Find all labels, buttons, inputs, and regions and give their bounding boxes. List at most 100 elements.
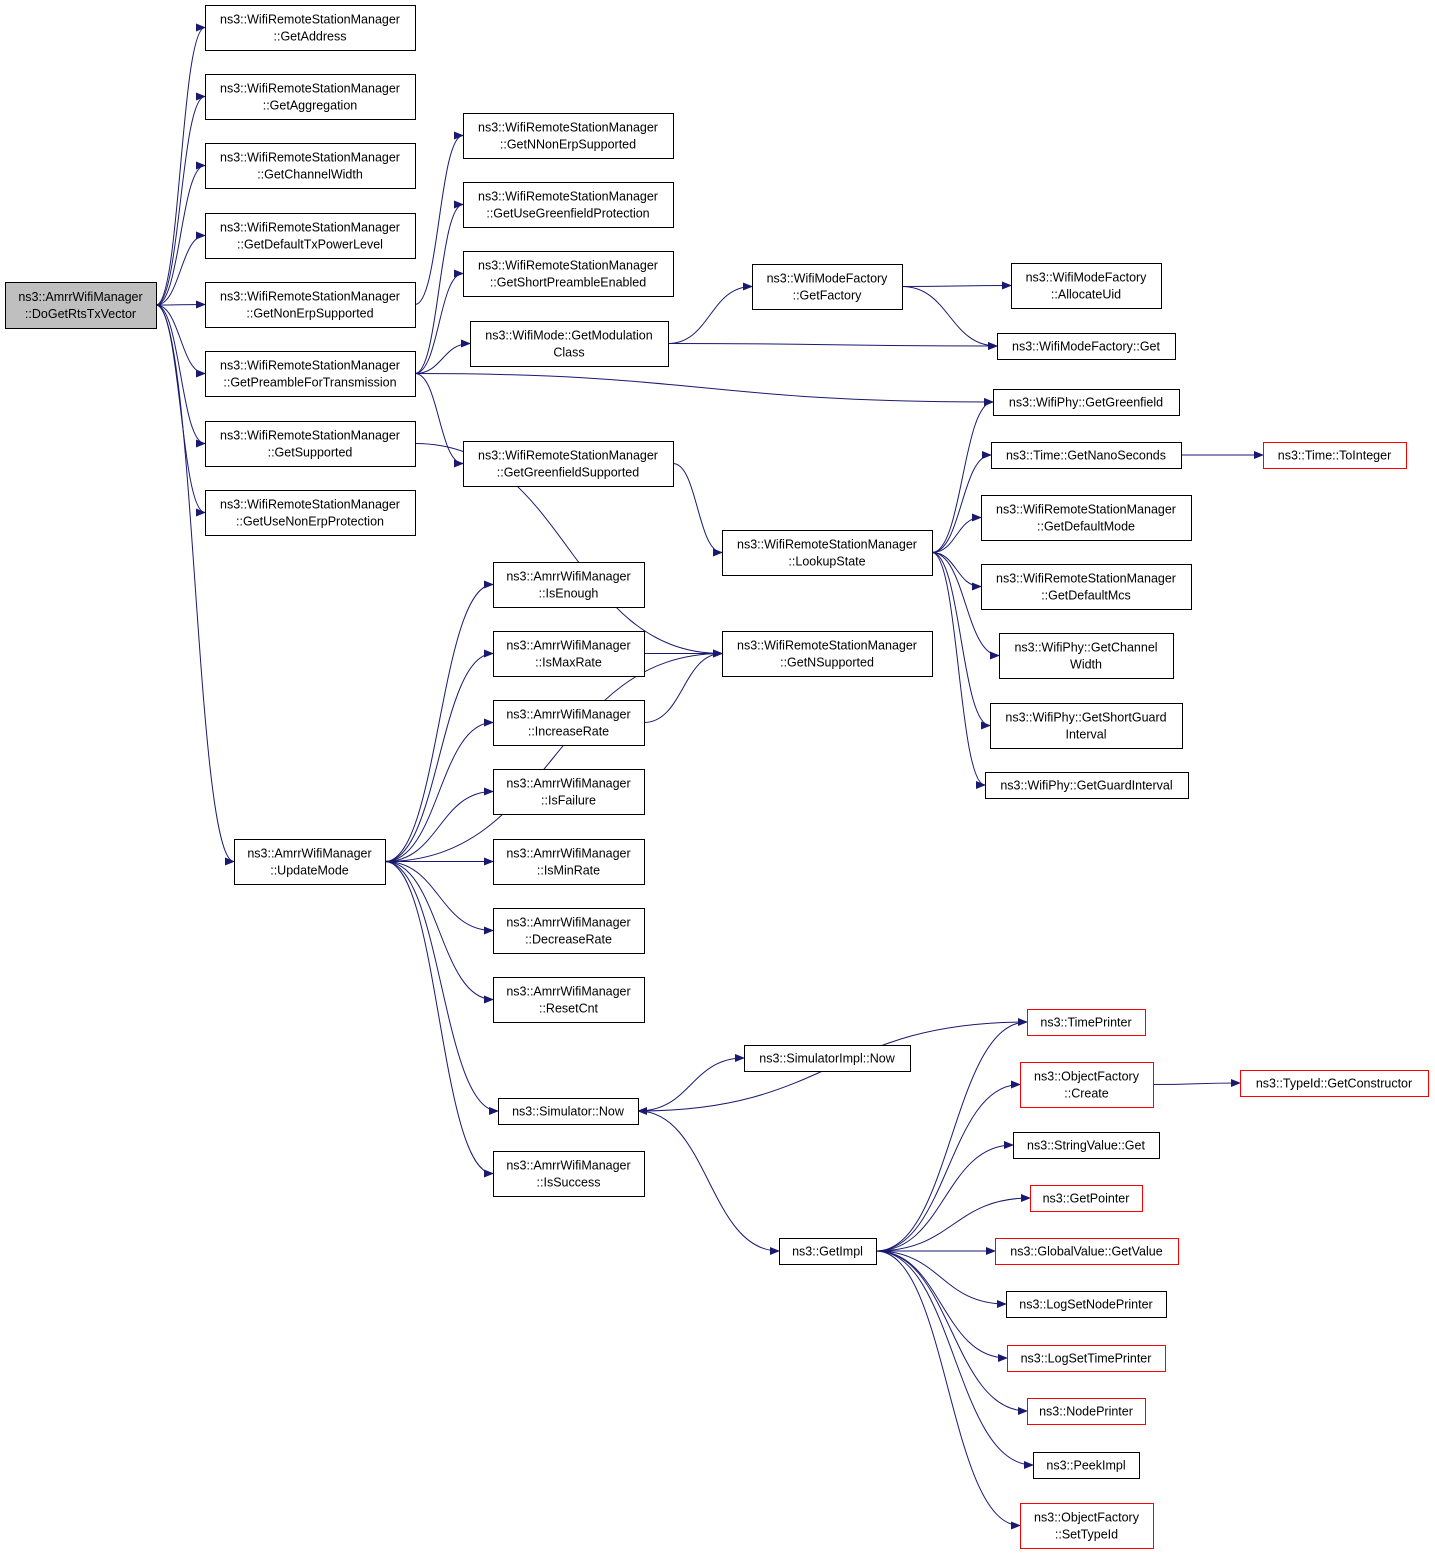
node-label: ns3::GlobalValue::GetValue <box>1010 1245 1162 1259</box>
node-get-ch-width[interactable]: ns3::WifiRemoteStationManager::GetChanne… <box>205 143 416 189</box>
node-label: ns3::ObjectFactory <box>1034 1511 1140 1525</box>
node-log-node[interactable]: ns3::LogSetNodePrinter <box>1006 1291 1167 1318</box>
node-label: ::UpdateMode <box>270 864 349 878</box>
node-get-ctor[interactable]: ns3::TypeId::GetConstructor <box>1240 1070 1429 1097</box>
node-reset-cnt[interactable]: ns3::AmrrWifiManager::ResetCnt <box>493 977 645 1023</box>
node-label: ns3::GetImpl <box>792 1245 863 1259</box>
node-label: ::LookupState <box>788 555 865 569</box>
node-is-failure[interactable]: ns3::AmrrWifiManager::IsFailure <box>493 769 645 815</box>
node-get-short-pre[interactable]: ns3::WifiRemoteStationManager::GetShortP… <box>463 251 674 297</box>
node-get-use-gf[interactable]: ns3::WifiRemoteStationManager::GetUseGre… <box>463 182 674 228</box>
node-label: ns3::AmrrWifiManager <box>506 916 630 930</box>
node-phy-gf[interactable]: ns3::WifiPhy::GetGreenfield <box>993 389 1180 416</box>
edge-get-preamble-to-get-short-pre <box>414 269 464 374</box>
node-dec-rate[interactable]: ns3::AmrrWifiManager::DecreaseRate <box>493 908 645 954</box>
node-box <box>205 282 416 328</box>
node-inc-rate[interactable]: ns3::AmrrWifiManager::IncreaseRate <box>493 700 645 746</box>
node-label: ns3::WifiRemoteStationManager <box>220 498 400 512</box>
node-is-success[interactable]: ns3::AmrrWifiManager::IsSuccess <box>493 1151 645 1197</box>
node-alloc-uid[interactable]: ns3::WifiModeFactory::AllocateUid <box>1011 263 1162 309</box>
node-get-gf-supp[interactable]: ns3::WifiRemoteStationManager::GetGreenf… <box>463 441 674 487</box>
node-peek-impl[interactable]: ns3::PeekImpl <box>1033 1452 1140 1479</box>
node-of-create[interactable]: ns3::ObjectFactory::Create <box>1020 1062 1154 1108</box>
edge-get-impl-to-node-printer <box>875 1250 1028 1415</box>
node-label: ::IsSuccess <box>537 1176 601 1190</box>
node-get-address[interactable]: ns3::WifiRemoteStationManager::GetAddres… <box>205 5 416 51</box>
node-label: ns3::AmrrWifiManager <box>506 570 630 584</box>
node-root[interactable]: ns3::AmrrWifiManager::DoGetRtsTxVector <box>5 282 157 329</box>
edge-get-impl-to-get-ptr <box>875 1194 1031 1252</box>
node-label: ::GetDefaultMcs <box>1041 589 1131 603</box>
node-box <box>470 321 669 367</box>
node-phy-gi[interactable]: ns3::WifiPhy::GetGuardInterval <box>985 772 1189 799</box>
edge-update-mode-to-dec-rate <box>384 861 494 935</box>
node-box <box>205 143 416 189</box>
node-label: ::AllocateUid <box>1051 288 1121 302</box>
edge-update-mode-to-reset-cnt <box>384 861 494 1004</box>
node-node-printer[interactable]: ns3::NodePrinter <box>1027 1398 1146 1425</box>
node-label: ns3::WifiRemoteStationManager <box>478 259 658 273</box>
node-label: ns3::WifiRemoteStationManager <box>220 13 400 27</box>
node-box <box>498 1098 639 1125</box>
edge-lookup-to-get-def-mode <box>931 513 982 553</box>
node-lookup[interactable]: ns3::WifiRemoteStationManager::LookupSta… <box>722 530 933 576</box>
node-get-preamble[interactable]: ns3::WifiRemoteStationManager::GetPreamb… <box>205 351 416 397</box>
node-label: ns3::WifiRemoteStationManager <box>220 151 400 165</box>
node-is-max-rate[interactable]: ns3::AmrrWifiManager::IsMaxRate <box>493 631 645 677</box>
node-label: ns3::WifiModeFactory <box>1026 271 1148 285</box>
node-get-def-mode[interactable]: ns3::WifiRemoteStationManager::GetDefaul… <box>981 495 1192 541</box>
node-get-non-erp[interactable]: ns3::WifiRemoteStationManager::GetNonErp… <box>205 282 416 328</box>
node-box <box>493 977 645 1023</box>
node-label: ::ResetCnt <box>539 1002 599 1016</box>
node-label: ns3::WifiRemoteStationManager <box>478 449 658 463</box>
node-log-time[interactable]: ns3::LogSetTimePrinter <box>1007 1345 1166 1372</box>
node-get-def-tx-pow[interactable]: ns3::WifiRemoteStationManager::GetDefaul… <box>205 213 416 259</box>
node-impl-now[interactable]: ns3::SimulatorImpl::Now <box>744 1045 911 1072</box>
node-box <box>234 839 386 885</box>
node-box <box>493 562 645 608</box>
node-label: ns3::SimulatorImpl::Now <box>759 1052 895 1066</box>
node-box <box>205 213 416 259</box>
node-update-mode[interactable]: ns3::AmrrWifiManager::UpdateMode <box>234 839 386 885</box>
edge-root-to-get-non-erp <box>155 300 206 309</box>
node-get-nsupp[interactable]: ns3::WifiRemoteStationManager::GetNSuppo… <box>722 631 933 677</box>
node-get-supported[interactable]: ns3::WifiRemoteStationManager::GetSuppor… <box>205 421 416 467</box>
node-str-get[interactable]: ns3::StringValue::Get <box>1013 1132 1160 1159</box>
node-label: ::GetSupported <box>268 446 353 460</box>
node-get-aggr[interactable]: ns3::WifiRemoteStationManager::GetAggreg… <box>205 74 416 120</box>
node-get-use-non-erp[interactable]: ns3::WifiRemoteStationManager::GetUseNon… <box>205 490 416 536</box>
node-get-def-mcs[interactable]: ns3::WifiRemoteStationManager::GetDefaul… <box>981 564 1192 610</box>
edge-get-impl-to-log-time <box>875 1250 1008 1362</box>
edge-root-to-get-address <box>155 23 206 306</box>
node-get-impl[interactable]: ns3::GetImpl <box>779 1238 877 1265</box>
node-label: ns3::AmrrWifiManager <box>506 777 630 791</box>
node-get-nnon-erp[interactable]: ns3::WifiRemoteStationManager::GetNNonEr… <box>463 113 674 159</box>
edge-update-mode-to-is-enough <box>384 580 494 862</box>
node-label: ::GetAddress <box>274 30 347 44</box>
node-sim-now[interactable]: ns3::Simulator::Now <box>498 1098 639 1125</box>
node-box <box>991 442 1182 469</box>
node-of-set-type[interactable]: ns3::ObjectFactory::SetTypeId <box>1020 1503 1154 1549</box>
node-is-min-rate[interactable]: ns3::AmrrWifiManager::IsMinRate <box>493 839 645 885</box>
node-label: ::GetDefaultMode <box>1037 520 1135 534</box>
node-get-factory[interactable]: ns3::WifiModeFactory::GetFactory <box>752 264 903 310</box>
node-label: ns3::LogSetNodePrinter <box>1019 1298 1152 1312</box>
node-wmf-get[interactable]: ns3::WifiModeFactory::Get <box>997 333 1176 360</box>
node-box <box>1011 263 1162 309</box>
node-box <box>493 1151 645 1197</box>
node-get-nano[interactable]: ns3::Time::GetNanoSeconds <box>991 442 1182 469</box>
node-gv-get[interactable]: ns3::GlobalValue::GetValue <box>995 1238 1179 1265</box>
node-to-integer[interactable]: ns3::Time::ToInteger <box>1263 442 1407 469</box>
node-label: ::GetNSupported <box>780 656 874 670</box>
node-label: ::GetUseGreenfieldProtection <box>486 207 649 221</box>
edge-inc-rate-to-get-nsupp <box>643 649 723 723</box>
node-phy-ch-w[interactable]: ns3::WifiPhy::GetChannelWidth <box>999 633 1174 679</box>
node-box <box>985 772 1189 799</box>
node-label: ns3::PeekImpl <box>1046 1459 1125 1473</box>
node-is-enough[interactable]: ns3::AmrrWifiManager::IsEnough <box>493 562 645 608</box>
node-time-printer[interactable]: ns3::TimePrinter <box>1027 1009 1146 1036</box>
node-get-ptr[interactable]: ns3::GetPointer <box>1030 1185 1143 1212</box>
